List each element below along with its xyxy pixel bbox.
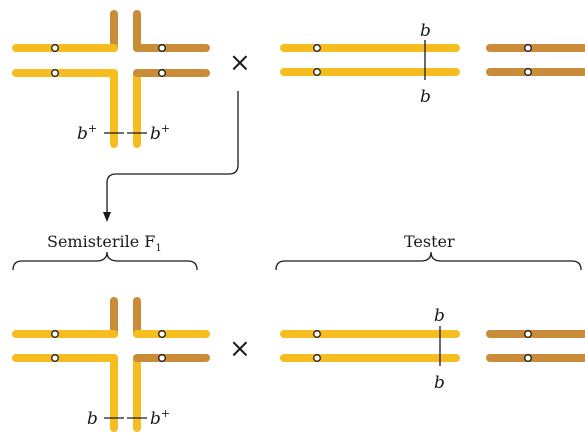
top-tester-allele-lower: b [420, 87, 431, 107]
bottom-allele-right: b+ [150, 407, 170, 429]
progeny-arrow [103, 91, 238, 222]
centromere [525, 69, 532, 76]
centromere [525, 45, 532, 52]
centromere [314, 69, 321, 76]
centromere [314, 45, 321, 52]
centromere [525, 355, 532, 362]
centromere [159, 355, 166, 362]
bottom-allele-left: b [87, 409, 98, 429]
centromere [52, 355, 59, 362]
brace-tester [276, 252, 581, 270]
cross-symbol-top: × [229, 48, 251, 78]
centromere [159, 70, 166, 77]
cross-symbol-bottom: × [229, 334, 251, 364]
centromere [314, 331, 321, 338]
centromere [52, 331, 59, 338]
centromere [159, 45, 166, 52]
top-allele-left: b+ [77, 122, 97, 144]
bottom-tester-allele-upper: b [434, 306, 445, 326]
centromere [52, 45, 59, 52]
top-translocation-heterozygote: b+ b+ [16, 14, 206, 144]
arrowhead-icon [103, 212, 111, 222]
centromere [159, 331, 166, 338]
centromere [525, 331, 532, 338]
top-allele-right: b+ [150, 122, 170, 144]
brace-semisterile [13, 252, 197, 270]
centromere [314, 355, 321, 362]
top-tester-allele-upper: b [420, 21, 431, 41]
bottom-tester-allele-lower: b [434, 373, 445, 393]
bottom-translocation-heterozygote: b b+ [16, 301, 206, 429]
semisterile-label: Semisterile F1 [47, 232, 162, 254]
centromere [52, 70, 59, 77]
top-tester: b b [284, 21, 585, 107]
bottom-tester: b b [284, 306, 585, 393]
tester-label: Tester [404, 232, 455, 251]
